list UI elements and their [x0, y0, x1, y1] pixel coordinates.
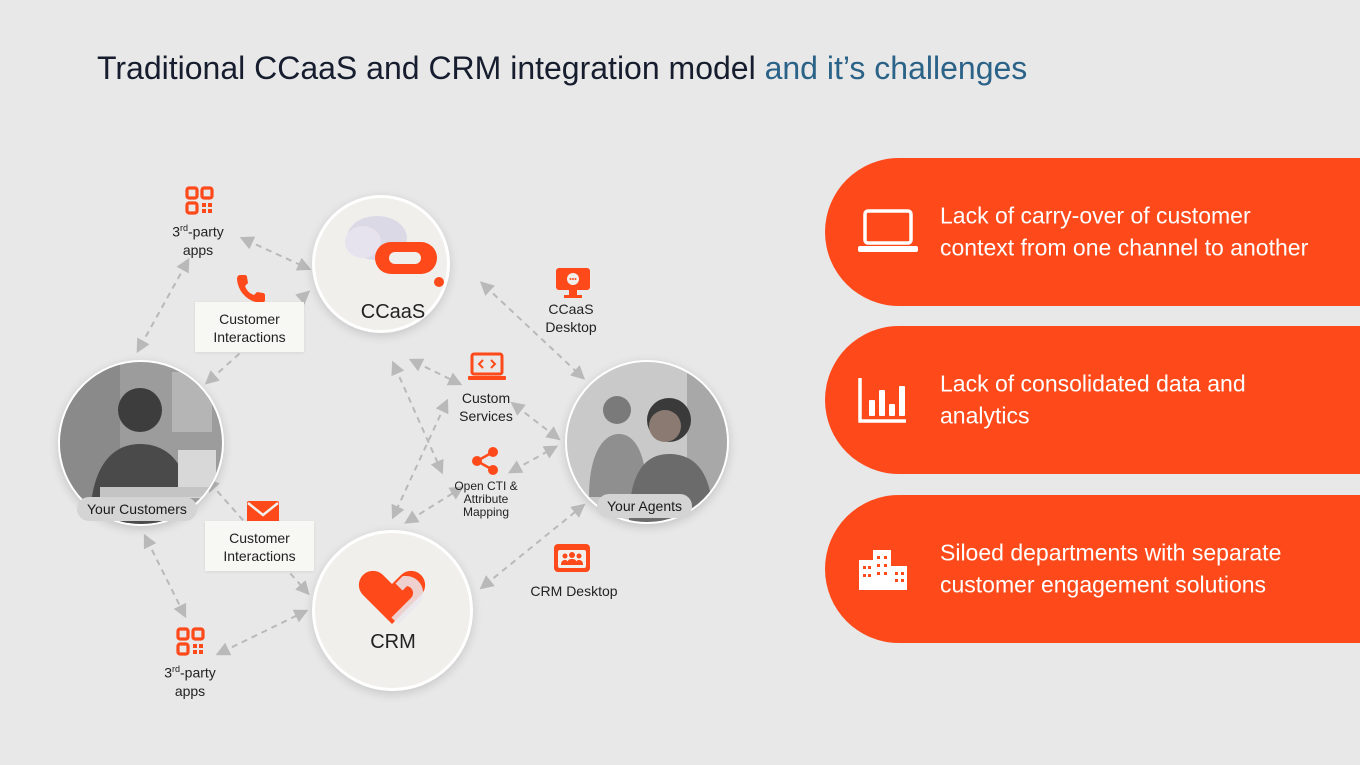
title-accent: and it’s challenges: [764, 50, 1028, 86]
open-cti-label: Open CTI & Attribute Mapping: [454, 479, 518, 519]
apps-grid-icon: [185, 186, 214, 215]
your-agents-label: Your Agents: [597, 494, 692, 518]
crm-heart-icon: [358, 570, 426, 625]
team-window-icon: [554, 544, 590, 572]
crm-label: CRM: [370, 631, 416, 653]
customer-interactions-top: Customer Interactions: [195, 302, 304, 352]
ccaas-label: CCaaS: [360, 301, 426, 323]
apps-grid-icon: [176, 627, 205, 656]
challenge-text-1: Lack of carry-over of customer context f…: [940, 202, 1309, 261]
third-party-apps-bottom: 3rd-party apps: [164, 664, 216, 699]
crm-desktop-label: CRM Desktop: [530, 583, 618, 599]
building-icon: [859, 550, 907, 590]
chat-monitor-icon: [556, 268, 590, 298]
challenge-banner-2: Lack of consolidated data and analytics: [825, 326, 1360, 474]
challenge-text-2: Lack of consolidated data and analytics: [940, 370, 1246, 429]
share-icon: [472, 447, 498, 475]
challenge-text-3: Siloed departments with separate custome…: [940, 539, 1282, 598]
challenge-banner-1: Lack of carry-over of customer context f…: [825, 158, 1360, 306]
crm-node: [312, 530, 473, 691]
code-laptop-icon: [468, 352, 506, 380]
custom-services-label: Custom Services: [459, 390, 513, 424]
third-party-apps-top: 3rd-party apps: [172, 223, 224, 258]
phone-icon: [237, 275, 265, 303]
challenge-banner-3: Siloed departments with separate custome…: [825, 495, 1360, 643]
your-customers-label: Your Customers: [77, 497, 197, 521]
ccaas-desktop-label: CCaaS Desktop: [545, 301, 597, 335]
ccaas-node: [312, 195, 450, 333]
page-title: Traditional CCaaS and CRM integration mo…: [97, 50, 1027, 87]
email-icon: [247, 501, 279, 525]
laptop-icon: [858, 209, 918, 252]
customer-interactions-bottom: Customer Interactions: [205, 521, 314, 571]
title-main: Traditional CCaaS and CRM integration mo…: [97, 50, 756, 86]
ccaas-logo-icon: [345, 216, 444, 287]
analytics-icon: [858, 378, 906, 423]
